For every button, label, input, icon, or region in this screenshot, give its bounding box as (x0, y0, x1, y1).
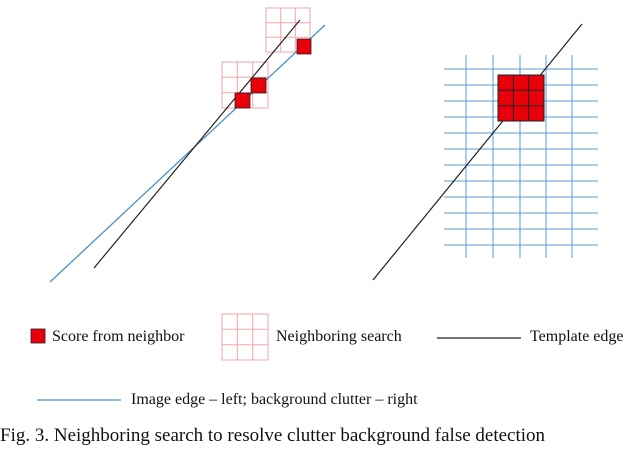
legend-score-label: Score from neighbor (52, 328, 185, 345)
legend-search-label: Neighboring search (276, 328, 402, 345)
score-square (234, 92, 251, 109)
background-clutter-grid (444, 55, 598, 258)
image-edge-line (49, 24, 326, 283)
neighboring-search-grid-upper (265, 7, 311, 53)
template-edge-line-right (372, 23, 583, 281)
right-panel (372, 23, 598, 281)
legend-image-edge-label: Image edge – left; background clutter – … (131, 391, 418, 408)
figure-caption: Fig. 3. Neighboring search to resolve cl… (0, 425, 546, 446)
score-square (296, 38, 312, 55)
score-block (497, 74, 545, 122)
legend-search-swatch (221, 313, 269, 361)
score-square (250, 77, 267, 94)
template-edge-line-left (93, 19, 301, 269)
legend-template-label: Template edge (530, 328, 624, 345)
left-panel (49, 7, 326, 283)
legend-score-swatch (30, 328, 46, 344)
